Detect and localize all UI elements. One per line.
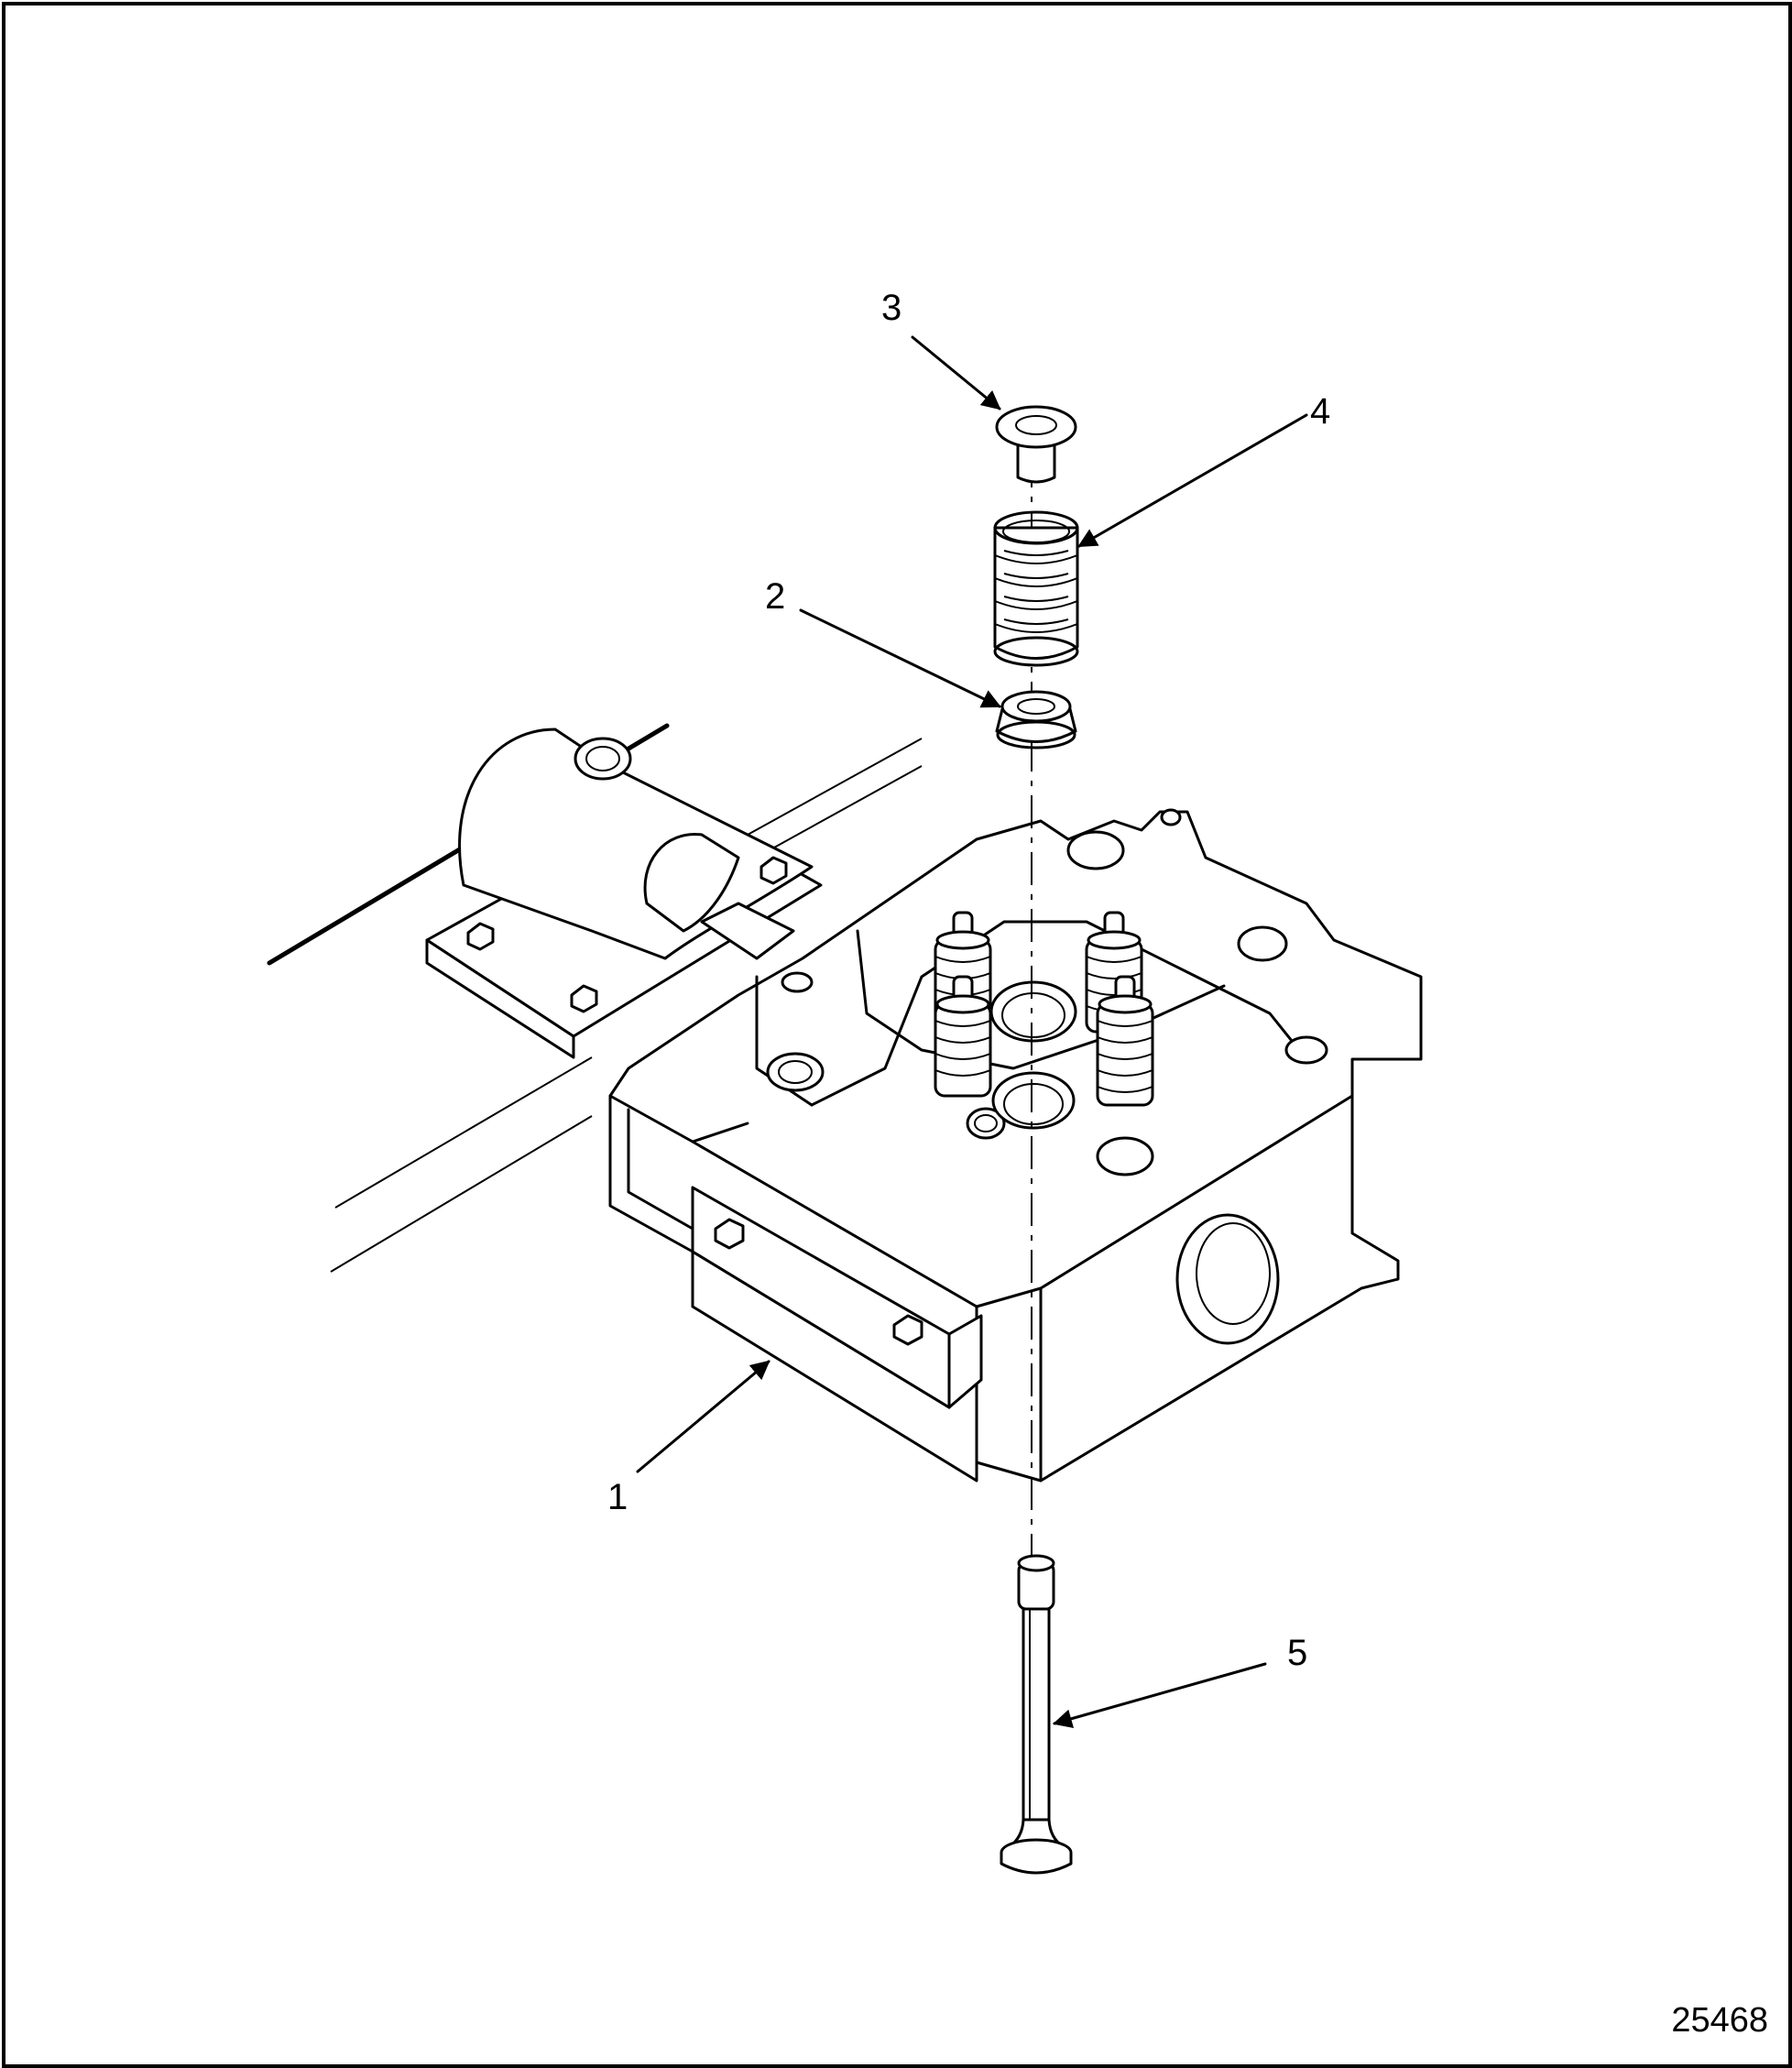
callout-leaders [636,335,1308,1728]
valve-spring-seat [995,690,1077,750]
valve-spring-cap [995,405,1077,484]
callout-3: 3 [881,288,902,328]
exploded-view-drawing [267,335,1423,1875]
installed-valve-springs [934,911,1154,1107]
valve-spring [993,510,1079,667]
callout-2: 2 [765,576,786,617]
exhaust-valve [1000,1554,1073,1875]
callout-1: 1 [607,1477,628,1517]
figure-number: 25468 [1671,2001,1768,2040]
cylinder-head [608,808,1423,1483]
callout-5: 5 [1287,1633,1308,1673]
callout-4: 4 [1310,391,1331,432]
rocker-shaft-bracket [425,728,823,1059]
